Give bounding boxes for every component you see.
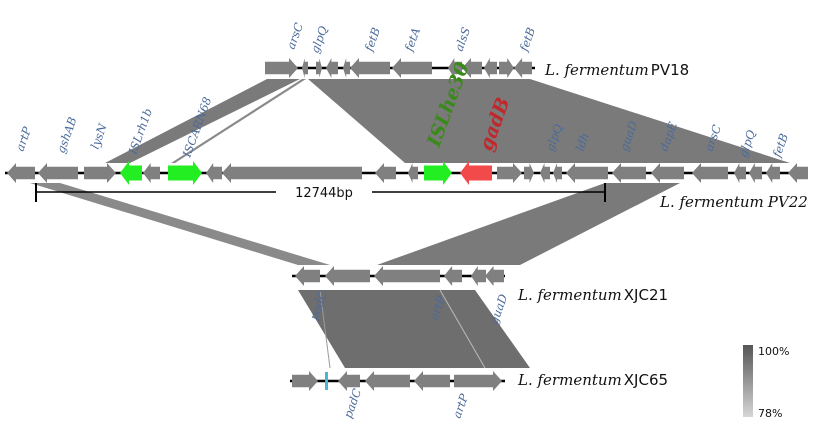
pv22-gene-arrow-20 <box>734 163 746 183</box>
pv22-gene-arrow-8 <box>375 163 396 183</box>
xjc21-gene-label-guad: guaD <box>487 292 511 326</box>
pv22-gene-label-ldh: ldh <box>573 131 592 153</box>
pv22-gene-arrow-12 <box>497 163 522 183</box>
pv22-insertion-element-arrow-5 <box>168 161 202 185</box>
pv22-gene-arrow-14 <box>540 163 550 183</box>
identity-scale: 100% 78% <box>743 345 789 420</box>
gene-arrows <box>7 58 808 391</box>
ruler-label: 12744bp <box>295 186 353 201</box>
pv18-gene-arrow-6 <box>392 58 432 78</box>
xjc65-gene-label-padc: padC <box>341 387 365 421</box>
xjc21-gene-arrow-5 <box>485 266 504 286</box>
pv22-gene-arrow-13 <box>524 163 534 183</box>
pv18-gene-arrow-5 <box>350 58 390 78</box>
pv18-gene-arrow-11 <box>514 58 532 78</box>
pv18-gene-label-feta: fetA <box>401 26 423 54</box>
homology-links <box>30 79 790 369</box>
pv22-gene-arrow-19 <box>692 163 728 183</box>
xjc21-gene-arrow-1 <box>325 266 370 286</box>
link-pv18-pv22-left <box>105 79 300 163</box>
pv22-gene-arrow-21 <box>749 163 762 183</box>
xjc65-cyan-marker <box>325 372 328 390</box>
length-ruler: 12744bp <box>35 183 606 202</box>
identity-scale-min: 78% <box>758 407 782 420</box>
xjc21-gene-arrow-2 <box>374 266 440 286</box>
pv22-insertion-element-arrow-10 <box>424 161 452 185</box>
pv22-gene-label-gshab: gshAB <box>54 115 80 155</box>
pv18-gene-label-fetb: fetB <box>516 26 538 54</box>
pv18-gene-label-fetb: fetB <box>361 26 383 54</box>
xjc65-gene-label-artp: artP <box>450 392 472 420</box>
pv22-gene-arrow-7 <box>222 163 362 183</box>
pv22-gene-arrow-0 <box>7 163 35 183</box>
xjc21-gene-arrow-3 <box>444 266 462 286</box>
pv22-gene-label-lysn: lysN <box>88 121 110 151</box>
xjc65-gene-arrow-3 <box>414 371 450 391</box>
link-xjc21-xjc65-seam-2 <box>319 289 331 369</box>
pv18-gene-arrow-3 <box>326 58 338 78</box>
pv18-gene-label-arsc: arsC <box>284 21 306 51</box>
xjc65-gene-arrow-1 <box>338 371 360 391</box>
xjc65-gene-arrow-4 <box>454 371 502 391</box>
pv18-gene-label-glpq: glpQ <box>308 24 331 55</box>
pv18-gene-arrow-2 <box>316 58 322 78</box>
link-pv22-xjc21-right <box>377 183 680 265</box>
pv22-gene-arrow-22 <box>766 163 780 183</box>
pv22-gene-label-fetb: fetB <box>769 132 791 160</box>
link-xjc21-xjc65-seam <box>439 289 486 369</box>
xjc65-gene-arrow-0 <box>292 371 318 391</box>
ruler-label-bg <box>276 183 372 201</box>
pv22-gene-arrow-17 <box>612 163 646 183</box>
pv18-gene-arrow-8 <box>462 58 482 78</box>
pv22-gene-arrow-9 <box>408 163 418 183</box>
xjc21-gene-arrow-0 <box>295 266 320 286</box>
pv18-gene-arrow-0 <box>265 58 298 78</box>
pv22-gene-label-artp: artP <box>13 125 35 153</box>
pv22-gene-arrow-16 <box>566 163 608 183</box>
pv22-gene-arrow-23 <box>788 163 808 183</box>
pv22-gadB-gene-arrow-11 <box>460 161 492 185</box>
link-xjc21-xjc65 <box>298 290 530 368</box>
pv18-gene-label-alss: alsS <box>452 25 474 53</box>
pv18-gene-arrow-7 <box>448 58 462 78</box>
link-pv18-pv22-right <box>308 79 790 163</box>
link-pv22-xjc21-left <box>30 183 330 265</box>
identity-scale-max: 100% <box>758 345 789 358</box>
pv22-gene-arrow-18 <box>651 163 684 183</box>
link-pv18-pv22-thin <box>171 79 306 163</box>
identity-scale-bar <box>743 345 753 417</box>
pv18-gene-arrow-1 <box>302 58 308 78</box>
xjc21-gene-arrow-4 <box>471 266 486 286</box>
pv22-gene-arrow-2 <box>84 163 116 183</box>
pv22-gene-arrow-15 <box>553 163 562 183</box>
xjc65-gene-arrow-2 <box>365 371 410 391</box>
pv18-gene-arrow-9 <box>484 58 497 78</box>
pv18-gene-arrow-10 <box>499 58 514 78</box>
pv18-gene-arrow-4 <box>343 58 350 78</box>
pv22-gene-arrow-1 <box>38 163 78 183</box>
pv22-gene-arrow-6 <box>206 163 222 183</box>
pv22-gene-arrow-4 <box>143 163 160 183</box>
pv22-insertion-element-arrow-3 <box>120 161 142 185</box>
